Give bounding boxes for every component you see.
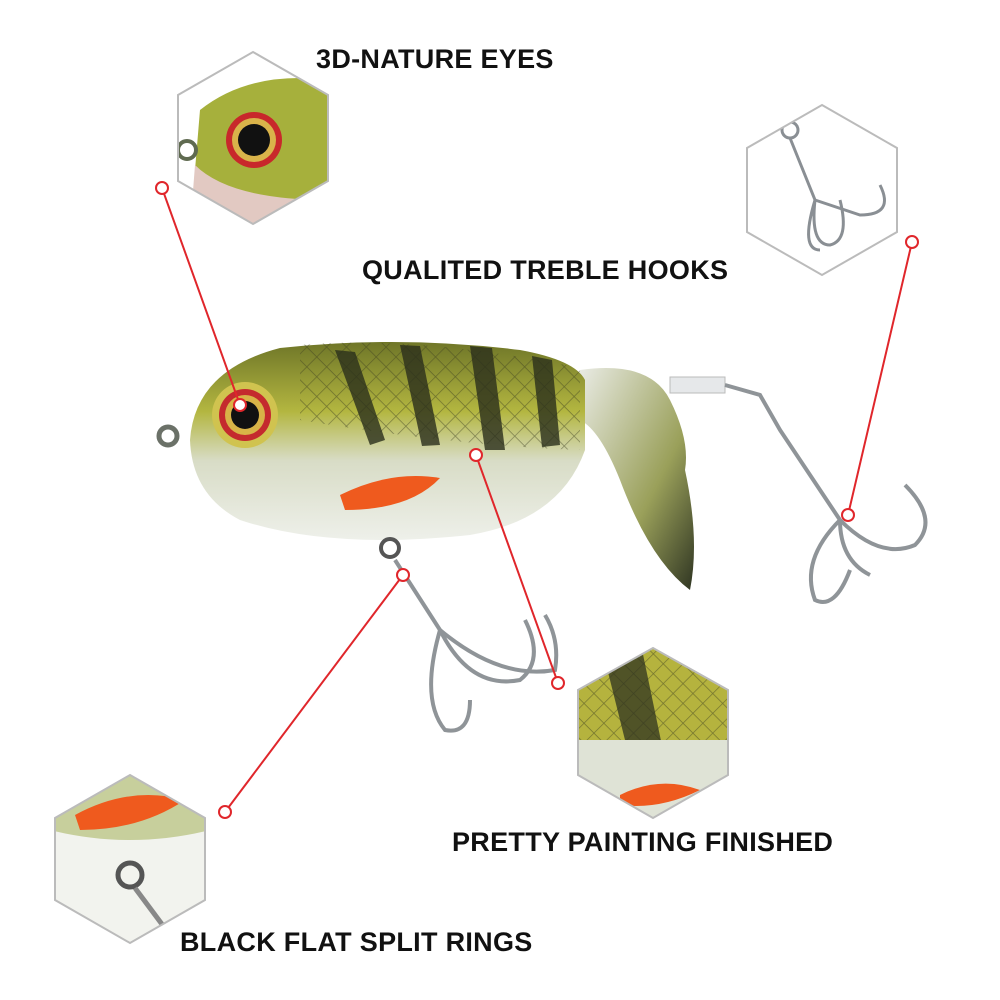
line-tie-ring [156,424,180,448]
rear-treble-hook [724,383,928,604]
tail-shaft [669,376,726,394]
split-ring-detail-hexagon [54,773,206,945]
callout-hooks: QUALITED TREBLE HOOKS [362,255,729,285]
painting-detail-hexagon [577,646,729,820]
body-stripes [335,345,560,450]
callout-lines [155,181,919,819]
callout-eyes: 3D-NATURE EYES [316,44,554,74]
fishing-lure [156,341,928,733]
callout-rings: BLACK FLAT SPLIT RINGS [180,927,533,957]
tail-propeller [580,368,694,590]
hook-detail-hexagon [746,103,898,277]
belly-treble-hook [379,537,559,733]
callout-painting: PRETTY PAINTING FINISHED [452,827,834,857]
eye-detail-hexagon [177,50,329,226]
pectoral-fin [340,476,440,510]
